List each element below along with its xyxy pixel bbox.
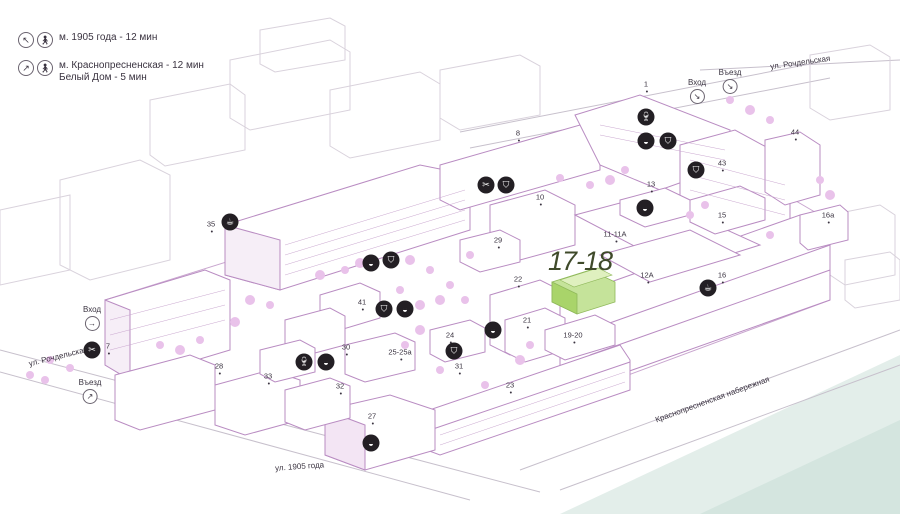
route-legend: ↖ 🚶︎ м. 1905 года - 12 мин ↗ 🚶︎ м. Красн… <box>18 32 204 96</box>
building-number[interactable]: 13 <box>646 179 656 193</box>
building-number[interactable]: 19-20 <box>563 330 583 344</box>
building-number[interactable]: 33 <box>263 371 273 385</box>
food-bowl-icon[interactable]: ◒ <box>362 434 380 452</box>
building-number[interactable]: 25-25а <box>388 347 412 361</box>
shopping-bag-icon[interactable]: ⛉ <box>382 251 400 269</box>
legend-row-1905: ↖ 🚶︎ м. 1905 года - 12 мин <box>18 32 204 48</box>
food-bowl-icon[interactable]: ◒ <box>637 132 655 150</box>
entry-left-vehicle[interactable]: Въезд ↗ <box>78 378 102 404</box>
legend-text-krasnopresnenskaya: м. Краснопресненская - 12 мин <box>59 60 204 71</box>
shopping-bag-icon[interactable]: ⛉ <box>445 342 463 360</box>
arrow-down-right-icon: ↘ <box>722 79 738 94</box>
building-number[interactable]: 11-11А <box>603 229 627 243</box>
legend-text-1905: м. 1905 года - 12 мин <box>59 32 158 43</box>
scissors-icon[interactable]: ✂ <box>477 176 495 194</box>
building-number[interactable]: 31 <box>454 361 464 375</box>
building-number[interactable]: 24 <box>445 330 455 344</box>
shopping-bag-icon[interactable]: ⛉ <box>497 176 515 194</box>
wine-glass-icon[interactable]: 🍷︎ <box>637 108 655 126</box>
building-number[interactable]: 35 <box>206 219 216 233</box>
drive-top-label: Въезд <box>718 68 742 77</box>
highlight-building-17-18[interactable] <box>551 267 616 315</box>
shopping-bag-icon[interactable]: ⛉ <box>375 300 393 318</box>
food-bowl-icon[interactable]: ◒ <box>636 199 654 217</box>
window-grid <box>109 124 786 446</box>
trees <box>26 96 835 389</box>
entry-left-pedestrian[interactable]: Вход → <box>83 305 101 331</box>
building-number[interactable]: 12А <box>640 270 654 284</box>
background-buildings <box>0 17 900 309</box>
arrow-up-left-icon: ↖ <box>18 32 34 48</box>
coffee-cup-icon[interactable]: ☕︎ <box>221 213 239 231</box>
building-number[interactable]: 1 <box>643 79 649 93</box>
building-number[interactable]: 41 <box>357 297 367 311</box>
building-number[interactable]: 10 <box>535 192 545 206</box>
food-bowl-icon[interactable]: ◒ <box>396 300 414 318</box>
river-water-deep <box>700 420 900 514</box>
food-bowl-icon[interactable]: ◒ <box>484 321 502 339</box>
scissors-icon[interactable]: ✂ <box>83 341 101 359</box>
building-number[interactable]: 27 <box>367 411 377 425</box>
legend-text-white-house: Белый Дом - 5 мин <box>59 72 147 83</box>
building-number[interactable]: 44 <box>790 127 800 141</box>
pedestrian-icon: 🚶︎ <box>37 60 53 76</box>
building-number[interactable]: 22 <box>513 274 523 288</box>
building-number[interactable]: 16 <box>717 270 727 284</box>
building-number[interactable]: 8 <box>515 128 521 142</box>
food-bowl-icon[interactable]: ◒ <box>317 353 335 371</box>
building-number[interactable]: 21 <box>522 315 532 329</box>
entry-top-pedestrian[interactable]: Вход ↘ <box>688 78 706 104</box>
pedestrian-icon: 🚶︎ <box>37 32 53 48</box>
legend-row-krasnopresnenskaya: ↗ 🚶︎ м. Краснопресненская - 12 мин Белый… <box>18 60 204 84</box>
building-number[interactable]: 16а <box>821 210 835 224</box>
drive-left-label: Въезд <box>78 378 102 387</box>
arrow-up-right-icon: ↗ <box>82 389 98 404</box>
coffee-cup-icon[interactable]: ☕︎ <box>699 279 717 297</box>
arrow-right-icon: → <box>84 316 100 331</box>
shopping-bag-icon[interactable]: ⛉ <box>687 161 705 179</box>
wine-glass-icon[interactable]: 🍷︎ <box>295 353 313 371</box>
entry-top-label: Вход <box>687 78 707 87</box>
building-number[interactable]: 43 <box>717 158 727 172</box>
building-number[interactable]: 29 <box>493 235 503 249</box>
building-number[interactable]: 30 <box>341 342 351 356</box>
building-number[interactable]: 28 <box>214 361 224 375</box>
arrow-up-right-icon: ↗ <box>18 60 34 76</box>
building-number[interactable]: 7 <box>105 341 111 355</box>
entry-left-label: Вход <box>82 305 102 314</box>
campus-buildings <box>104 94 849 471</box>
building-number[interactable]: 15 <box>717 210 727 224</box>
shopping-bag-icon[interactable]: ⛉ <box>659 132 677 150</box>
entry-top-vehicle[interactable]: Въезд ↘ <box>718 68 742 94</box>
arrow-down-right-icon: ↘ <box>689 89 705 104</box>
food-bowl-icon[interactable]: ◒ <box>362 254 380 272</box>
building-number[interactable]: 32 <box>335 381 345 395</box>
building-number[interactable]: 23 <box>505 380 515 394</box>
highlight-label-17-18[interactable]: 17-18 <box>548 246 613 276</box>
